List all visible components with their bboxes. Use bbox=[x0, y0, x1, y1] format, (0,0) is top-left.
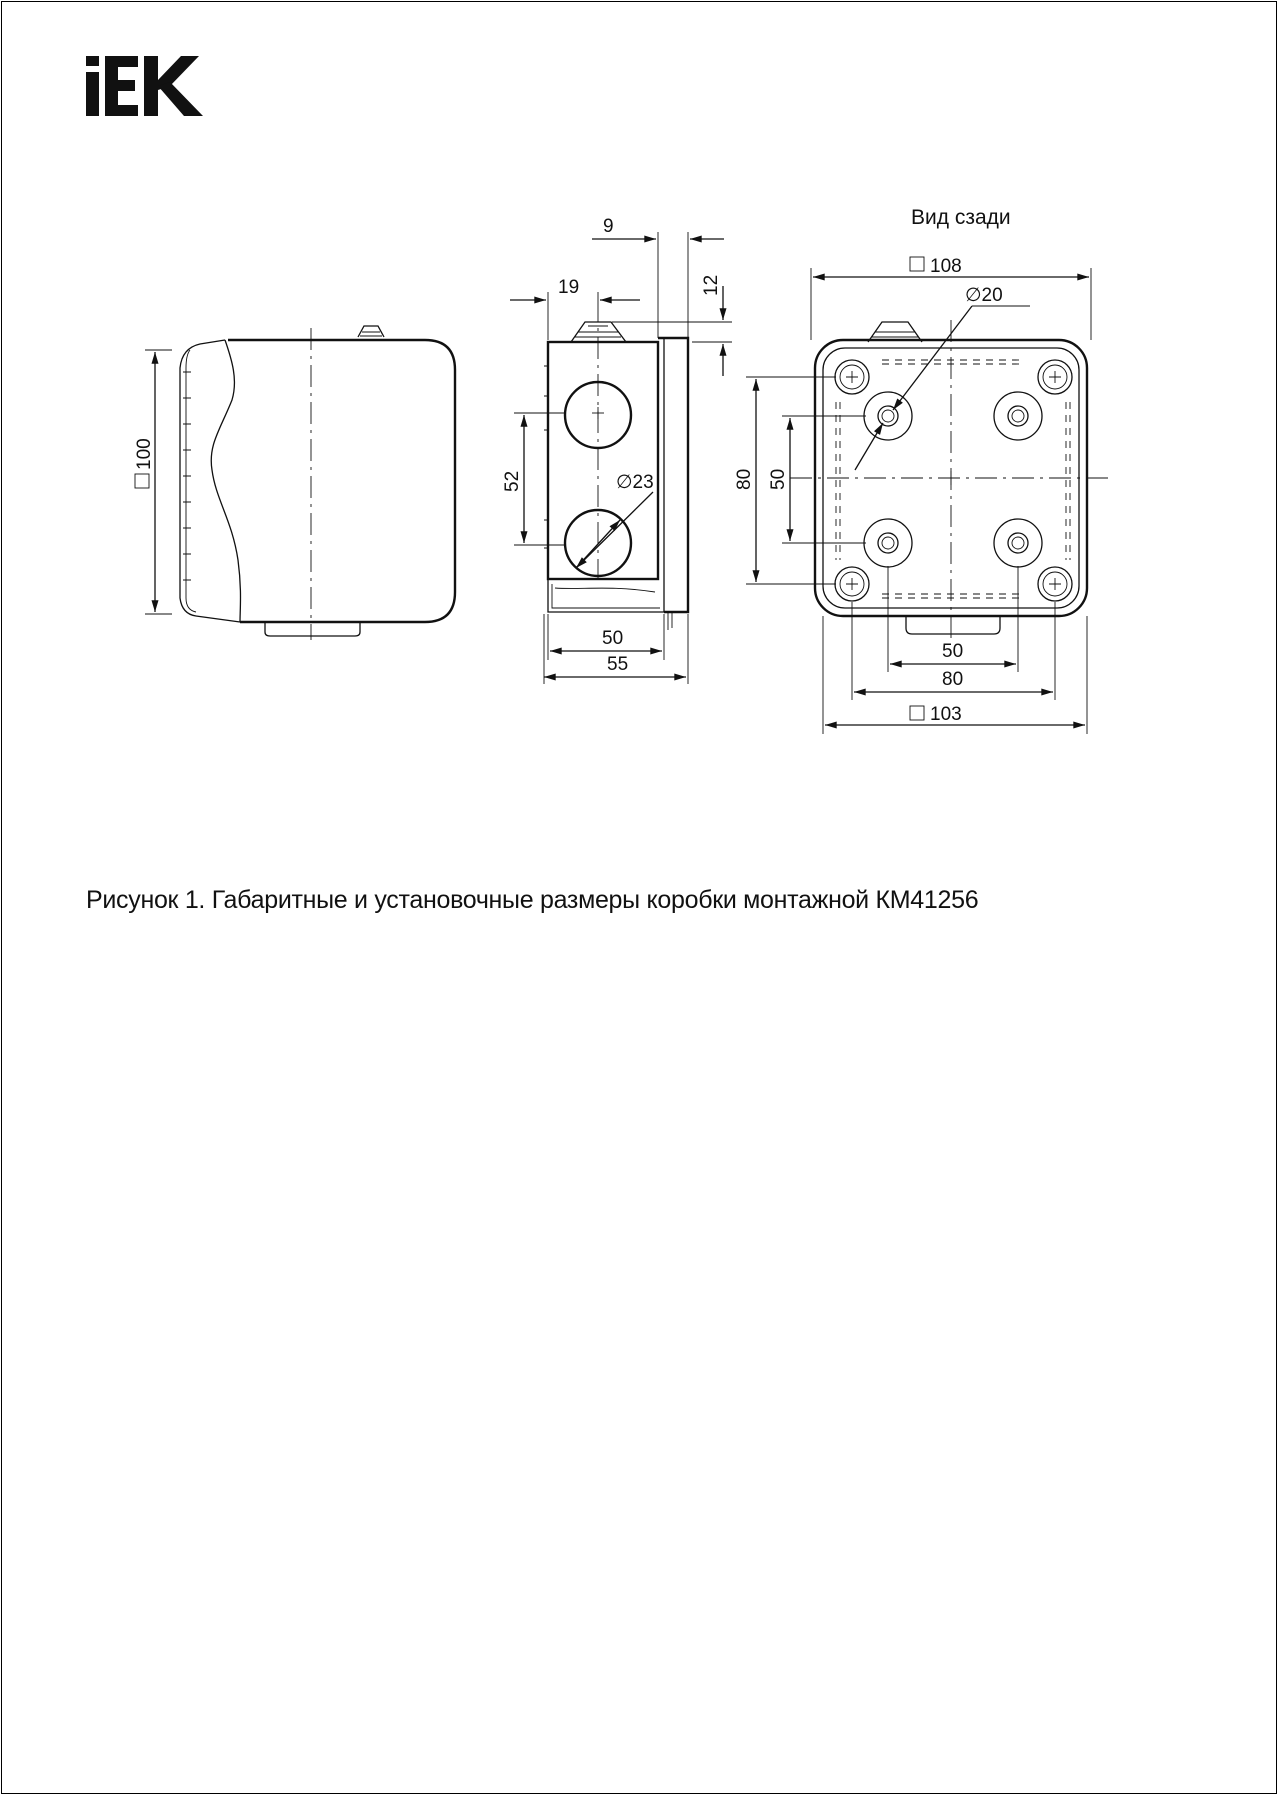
dim-108: 108 bbox=[930, 256, 962, 277]
side-view: ∅23 9 19 12 52 50 bbox=[502, 216, 732, 684]
dim-103: 103 bbox=[930, 704, 962, 725]
iek-logo bbox=[86, 56, 203, 116]
dim-50-horizontal: 50 bbox=[942, 641, 963, 662]
dim-d23: ∅23 bbox=[616, 472, 654, 493]
dim-80-vertical: 80 bbox=[734, 469, 755, 490]
inner-bosses bbox=[863, 391, 1043, 568]
corner-holes bbox=[834, 359, 1073, 602]
perforation-dashes bbox=[835, 359, 1071, 599]
dim-52: 52 bbox=[502, 471, 523, 492]
dim-d20: ∅20 bbox=[965, 285, 1003, 306]
dim-50-side: 50 bbox=[602, 628, 623, 649]
technical-drawing: 100 ∅23 9 bbox=[134, 206, 1110, 734]
dim-12: 12 bbox=[701, 275, 722, 296]
dim-9: 9 bbox=[603, 216, 614, 237]
dim-100: 100 bbox=[134, 438, 155, 470]
rear-view: Вид сзади bbox=[734, 206, 1110, 734]
front-view: 100 bbox=[134, 325, 457, 640]
dim-50-vertical: 50 bbox=[768, 469, 789, 490]
dim-19: 19 bbox=[558, 277, 579, 298]
figure-caption: Рисунок 1. Габаритные и установочные раз… bbox=[86, 886, 979, 914]
dim-55: 55 bbox=[607, 654, 628, 675]
rear-view-title: Вид сзади bbox=[911, 206, 1011, 229]
dim-80-horizontal: 80 bbox=[942, 669, 963, 690]
